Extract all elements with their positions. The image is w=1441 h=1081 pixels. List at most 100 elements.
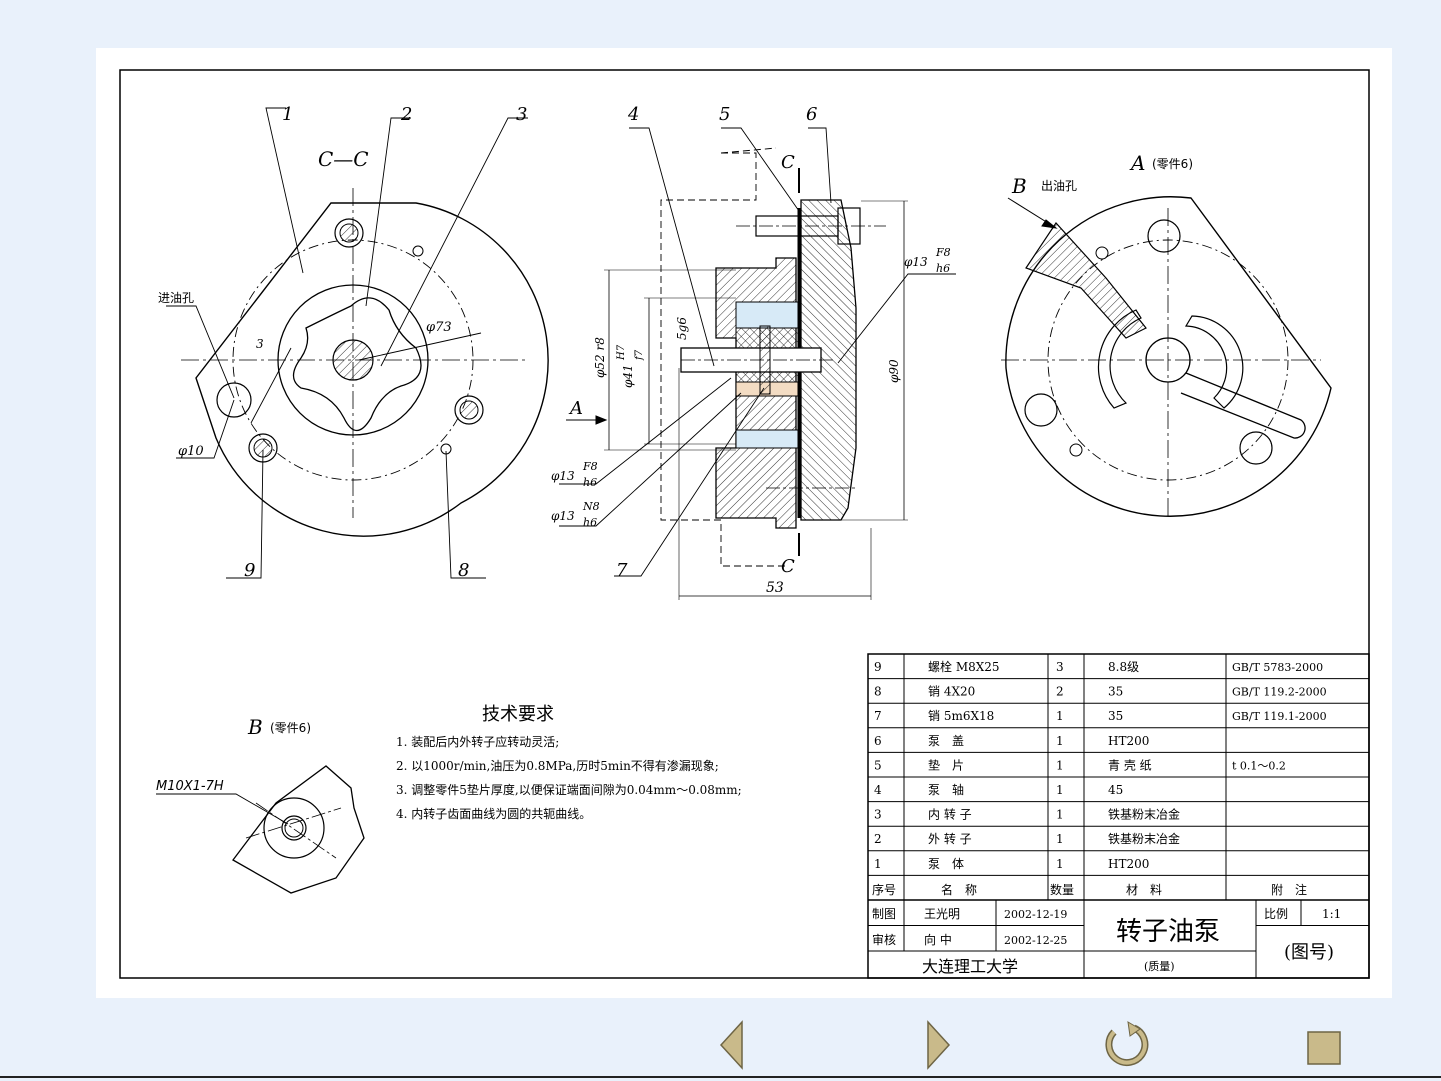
bom-header-note: 附 注	[1271, 882, 1307, 897]
bom-cell-qty: 1	[1056, 783, 1064, 797]
dim-d52: φ52 r8	[593, 337, 607, 378]
title-block: 制图 王光明 2002-12-19 审核 向 中 2002-12-25 转子油泵…	[872, 907, 1341, 976]
bom-cell-name: 外 转 子	[928, 831, 972, 846]
outlet-arrow-b: B	[1011, 174, 1027, 198]
outlet-label: 出油孔	[1041, 179, 1077, 193]
section-title-cc: C—C	[318, 147, 369, 171]
dim-d41-fit-top: H7	[616, 344, 627, 361]
bom-cell-name: 泵 体	[928, 857, 964, 871]
inlet-hole	[216, 382, 252, 418]
section-mark-bottom: C	[781, 556, 795, 577]
bom-cell-no: 8	[874, 685, 882, 699]
bom-cell-no: 5	[874, 758, 882, 772]
fit-f8-cover: F8	[935, 246, 951, 259]
checked-date: 2002-12-25	[1004, 934, 1067, 947]
bom-cell-material: 35	[1108, 709, 1123, 723]
technical-requirements: 技术要求 1. 装配后内外转子应转动灵活; 2. 以1000r/min,油压为0…	[396, 704, 742, 821]
next-button[interactable]	[924, 1020, 952, 1070]
dim-d90: φ90	[887, 359, 901, 383]
replay-button[interactable]	[1104, 1020, 1154, 1070]
part-number-3: 3	[516, 104, 527, 125]
bom-cell-qty: 1	[1056, 758, 1064, 772]
bom-cell-name: 销 4X20	[928, 685, 975, 699]
view-a-note: (零件6)	[1152, 157, 1193, 171]
bom-cell-note: GB/T 119.1-2000	[1232, 710, 1327, 723]
bom-cell-name: 螺栓 M8X25	[928, 659, 1000, 674]
bom-cell-name: 泵 轴	[928, 782, 964, 797]
scale-label: 比例	[1264, 907, 1288, 921]
dim-3: 3	[256, 337, 264, 351]
dim-d13-cover: φ13	[904, 255, 928, 269]
tech-req-item: 2. 以1000r/min,油压为0.8MPa,历时5min不得有渗漏现象;	[396, 758, 719, 773]
left-view-labels: 1 2 3 9 8 φ73 3 φ10 进油孔	[158, 104, 527, 581]
dim-d41: φ41	[621, 364, 635, 388]
detail-b-note: (零件6)	[270, 721, 311, 735]
bottom-divider	[0, 1076, 1441, 1078]
fit-h6-b: h6	[583, 516, 597, 529]
view-arrow-a: A	[568, 398, 583, 419]
bom-cell-name: 泵 盖	[928, 734, 964, 748]
scale-value: 1:1	[1322, 907, 1341, 921]
detail-b-labels: B (零件6) M10X1-7H	[156, 715, 311, 794]
part-number-4: 4	[627, 104, 639, 125]
bom-cell-qty: 1	[1056, 709, 1064, 723]
bom-cell-no: 4	[874, 783, 882, 797]
bom-table	[867, 653, 1370, 979]
checked-label: 审核	[872, 932, 896, 947]
dim-d41-fit-bot: f7	[634, 349, 645, 361]
bom-cell-no: 1	[874, 857, 882, 871]
bom-cell-material: 45	[1108, 783, 1123, 797]
dim-g5: 5g6	[675, 317, 689, 340]
bom-header: 序号 名 称 数量 材 料 附 注	[872, 882, 1307, 897]
detail-view-b	[156, 765, 365, 894]
replay-icon	[1105, 1021, 1149, 1067]
bom-cell-no: 2	[874, 832, 882, 846]
part-number-5: 5	[719, 104, 730, 125]
stop-button[interactable]	[1306, 1030, 1342, 1066]
inner-rotor	[292, 297, 422, 432]
detail-b-title: B	[247, 715, 263, 739]
tech-req-item: 3. 调整零件5垫片厚度,以便保证端面间隙为0.04mm～0.08mm;	[396, 782, 742, 797]
part-number-1: 1	[282, 104, 293, 125]
part-number-7: 7	[616, 560, 628, 581]
drawn-date: 2002-12-19	[1004, 908, 1067, 921]
drawn-by: 王光明	[924, 907, 960, 921]
bom-cell-material: 铁基粉末冶金	[1108, 831, 1180, 846]
dim-d73: φ73	[426, 320, 452, 335]
drawing-title: 转子油泵	[1116, 917, 1220, 947]
dim-d13-a: φ13	[551, 469, 575, 483]
fit-h6-a: h6	[583, 476, 597, 489]
dim-len53: 53	[766, 580, 784, 596]
view-a-title: A	[1129, 151, 1145, 175]
cover-outline	[1005, 196, 1332, 517]
bom-header-qty: 数量	[1050, 882, 1074, 897]
dim-d10: φ10	[178, 444, 204, 459]
drawing-number: (图号)	[1284, 942, 1334, 963]
engineering-drawing: C—C 1 2 3 9 8	[119, 69, 1370, 979]
dim-d13-b: φ13	[551, 509, 575, 523]
thread-spec: M10X1-7H	[156, 779, 224, 794]
part-number-8: 8	[458, 560, 469, 581]
bom-cell-note: t 0.1～0.2	[1232, 759, 1286, 772]
tech-req-item: 1. 装配后内外转子应转动灵活;	[396, 734, 559, 749]
triangle-right-icon	[927, 1020, 951, 1070]
pump-body-outline	[195, 202, 549, 537]
bom-cell-note: GB/T 119.2-2000	[1232, 686, 1327, 699]
fit-f8-a: F8	[582, 460, 598, 473]
frame-border	[119, 69, 1370, 979]
part-number-6: 6	[806, 104, 817, 125]
school-name: 大连理工大学	[922, 957, 1018, 976]
bom-cell-qty: 3	[1056, 660, 1064, 674]
bom-header-name: 名 称	[941, 882, 977, 897]
bom-cell-qty: 1	[1056, 734, 1064, 748]
bom-cell-qty: 1	[1056, 832, 1064, 846]
prev-button[interactable]	[718, 1020, 746, 1070]
mass-label: (质量)	[1144, 960, 1175, 973]
view-a	[1001, 196, 1332, 518]
bom-cell-material: 青 壳 纸	[1108, 758, 1152, 772]
stop-icon	[1307, 1031, 1341, 1065]
